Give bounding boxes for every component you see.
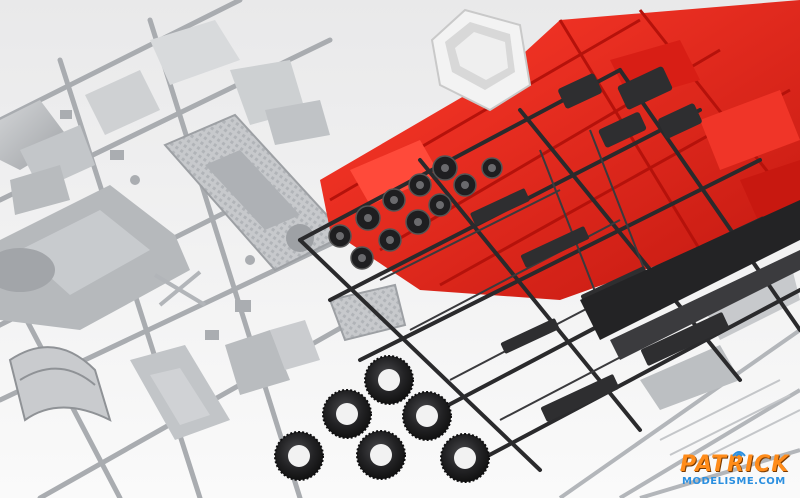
black-sprue-frame	[298, 66, 800, 472]
watermark-logo: PATRICK MODELISME.COM	[680, 451, 792, 492]
watermark-title: PATRICK	[680, 452, 790, 477]
watermark-subtitle: MODELISME.COM	[682, 476, 786, 487]
grey-sprue-frame	[0, 0, 407, 498]
white-cab-part	[430, 8, 532, 112]
wheel-rims	[328, 155, 503, 270]
tires	[274, 355, 490, 483]
signal-wave-icon	[732, 451, 746, 457]
red-sprue-frame	[320, 0, 800, 300]
